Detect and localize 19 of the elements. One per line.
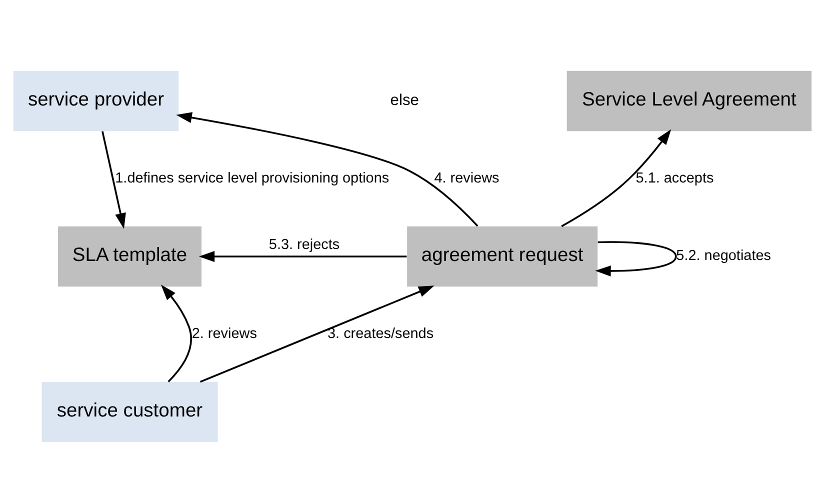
arrow [102,130,126,228]
edge-label: 1.defines service level provisioning options [115,170,390,186]
node-box: agreement request [407,226,598,286]
node-box: service customer [42,381,218,442]
node-box: Service Level Agreement [566,70,812,131]
arrow [595,240,677,276]
edge-label: 2. reviews [192,326,257,342]
edge-label: 5.1. accepts [636,170,714,186]
node-box: SLA template [58,226,202,286]
arrow [200,285,434,382]
arrow [176,112,478,226]
edge-label: 5.2. negotiates [676,248,771,264]
arrow [160,284,192,382]
arrow [561,128,672,227]
edge-label: 4. reviews [434,170,500,186]
node-box: service provider [13,70,179,131]
label: else [390,92,420,109]
arrow [198,250,407,262]
edge-label: 5.3. rejects [268,236,340,252]
